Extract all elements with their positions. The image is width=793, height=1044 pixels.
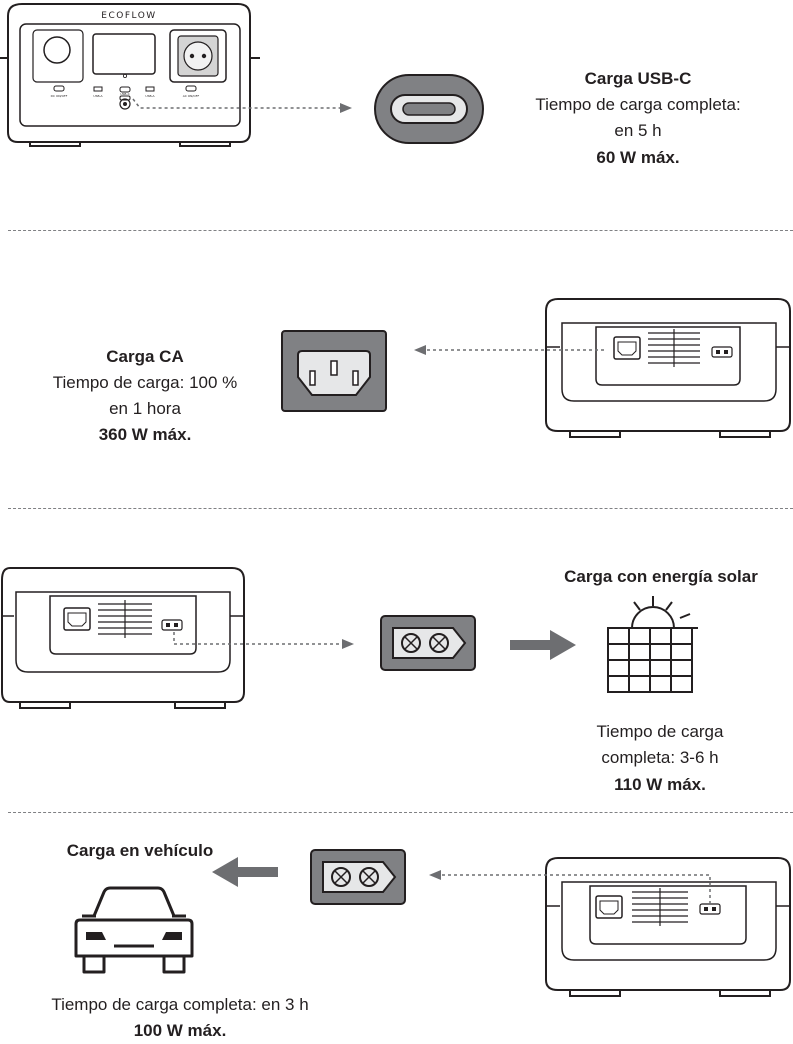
ac-line2: en 1 hora [109, 399, 181, 418]
section-divider [8, 812, 793, 813]
ac-line1: Tiempo de carga: 100 % [52, 373, 238, 392]
section-divider [8, 230, 793, 231]
device-brand: ECOFLOW [101, 11, 156, 21]
usbc-power: 60 W máx. [596, 148, 680, 167]
port-label: AC ON/OFF [183, 94, 200, 98]
solar-power: 110 W máx. [614, 775, 706, 794]
car-icon [70, 882, 198, 982]
car-title: Carga en vehículo [66, 841, 214, 860]
port-label: DC ON/OFF [51, 94, 68, 98]
usb-c-port-icon [373, 73, 485, 145]
arrow-left-icon [212, 857, 278, 887]
section-divider [8, 508, 793, 509]
ac-inlet-icon [280, 329, 388, 413]
solar-line2: completa: 3-6 h [601, 748, 719, 767]
ac-power: 360 W máx. [98, 425, 192, 444]
port-label: USB-C [120, 92, 129, 96]
usbc-title: Carga USB-C [584, 69, 692, 88]
device-back-view [540, 852, 793, 1002]
usbc-line1: Tiempo de carga completa: [535, 95, 741, 114]
port-label: USB-A [93, 94, 103, 98]
car-power: 100 W máx. [133, 1021, 227, 1040]
device-back-view [540, 293, 793, 443]
car-line1: Tiempo de carga completa: en 3 h [51, 995, 309, 1014]
device-back-view [0, 562, 250, 714]
arrow-right-icon [510, 630, 576, 660]
xt60-port-icon [309, 848, 407, 906]
device-front-view: ECOFLOW DC ON/OFF USB-A USB-C USB-A AC O… [0, 0, 260, 150]
solar-panel-icon [600, 596, 706, 696]
solar-line1: Tiempo de carga [596, 722, 724, 741]
ac-title: Carga CA [106, 347, 184, 366]
solar-title: Carga con energía solar [564, 567, 758, 586]
xt60-port-icon [379, 614, 477, 672]
port-label: USB-A [145, 94, 155, 98]
usbc-line2: en 5 h [614, 121, 662, 140]
